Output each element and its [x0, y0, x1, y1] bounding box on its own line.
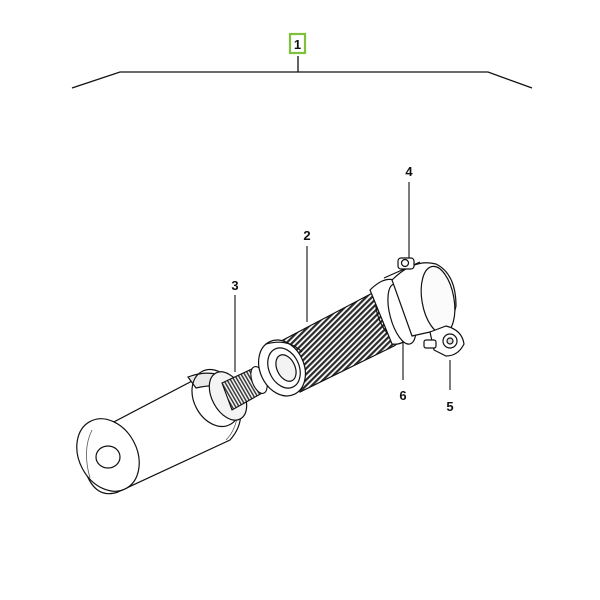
callout-safety-cartridge[interactable]: 3 [231, 278, 238, 293]
callout-clamp-band[interactable]: 4 [405, 164, 413, 179]
callout-gasket-ring[interactable]: 6 [399, 388, 406, 403]
leader-lines [234, 182, 451, 390]
assembly-callout-highlight[interactable] [288, 32, 307, 55]
callout-clamp-nut[interactable]: 5 [446, 399, 453, 414]
filter-element [257, 287, 405, 397]
safety-cartridge [221, 366, 268, 411]
assembly-bracket [71, 56, 533, 89]
housing-head [369, 257, 465, 357]
assembly-callout-label: 1 [294, 37, 301, 52]
outer-housing [76, 368, 248, 495]
callout-filter-element[interactable]: 2 [303, 228, 310, 243]
